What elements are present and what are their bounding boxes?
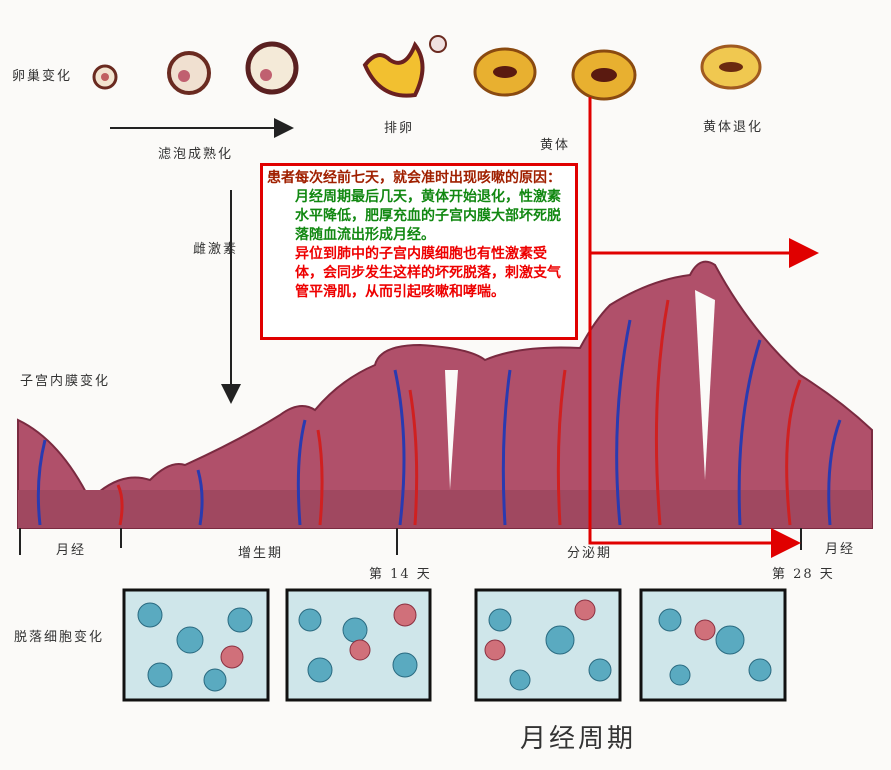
day14-label: 第 14 天 xyxy=(369,567,432,582)
secretory-phase-label: 分泌期 xyxy=(567,546,613,561)
cell-panels xyxy=(122,588,787,702)
note-heading: 患者每次经前七天，就会准时出现咳嗽的原因： xyxy=(267,170,561,186)
annotation-arrows xyxy=(588,97,819,558)
timeline-ticks xyxy=(19,528,802,555)
endometrium-changes-label: 子宫内膜变化 xyxy=(20,374,111,389)
proliferative-phase-label: 增生期 xyxy=(238,546,284,561)
note-paragraph-2: 异位到肺中的子宫内膜细胞也有性激素受体，会同步发生这样的坏死脱落，刺激支气管平滑… xyxy=(295,246,561,300)
ovulation-label: 排卵 xyxy=(384,121,415,136)
diagram-title: 月经周期 xyxy=(520,724,637,754)
annotation-box: 患者每次经前七天，就会准时出现咳嗽的原因： 月经周期最后几天，黄体开始退化，性激… xyxy=(260,163,578,340)
corpus-luteum-regression-label: 黄体退化 xyxy=(703,120,764,135)
estrogen-label: 雌激素 xyxy=(193,242,239,257)
follicle-maturation-label: 滤泡成熟化 xyxy=(158,147,234,162)
corpus-luteum-label: 黄体 xyxy=(540,138,571,153)
day28-label: 第 28 天 xyxy=(772,567,835,582)
note-paragraph-1: 月经周期最后几天，黄体开始退化，性激素水平降低，肥厚充血的子宫内膜大部坏死脱落随… xyxy=(295,189,561,243)
exfoliated-cell-changes-label: 脱落细胞变化 xyxy=(14,630,105,645)
endometrium xyxy=(17,260,873,529)
menstruation-end-label: 月经 xyxy=(825,542,856,557)
menstruation-start-label: 月经 xyxy=(56,543,87,558)
ovary-changes-label: 卵巢变化 xyxy=(12,69,73,84)
ovary-stages xyxy=(92,35,762,101)
